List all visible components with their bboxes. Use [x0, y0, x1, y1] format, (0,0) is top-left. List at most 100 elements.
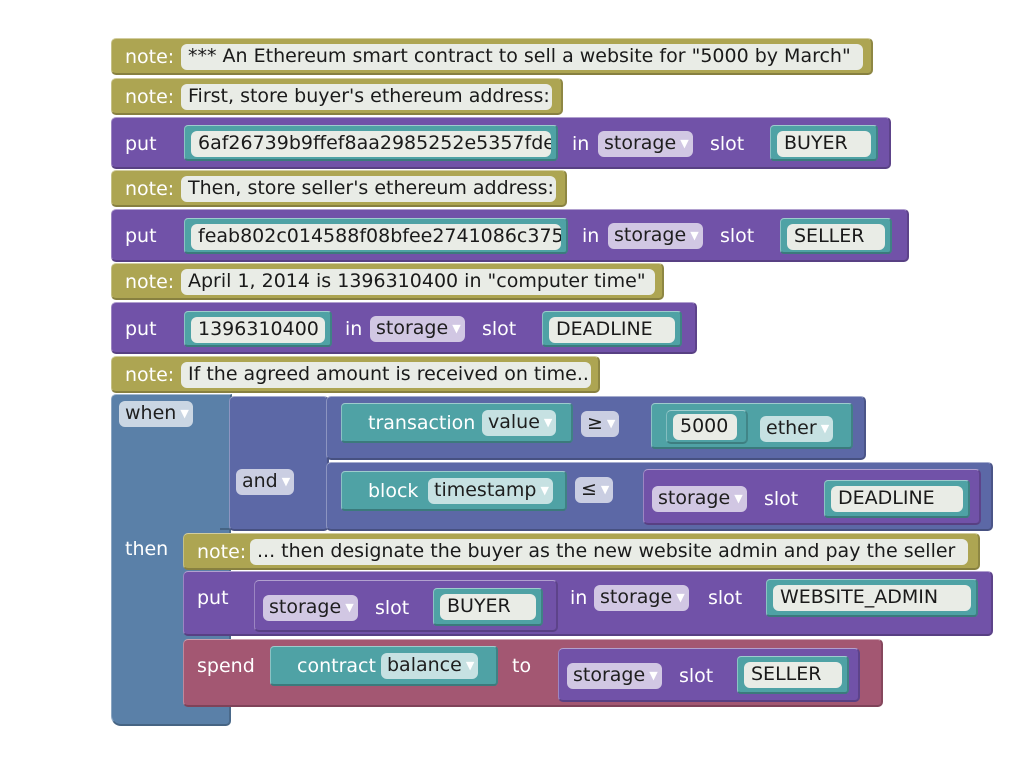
note-label: note:	[125, 86, 175, 108]
note-label: note:	[125, 271, 175, 293]
put-label: put	[125, 318, 157, 340]
storage-dropdown-label: storage	[573, 664, 646, 686]
seller-slot-field[interactable]: SELLER	[787, 224, 885, 250]
chevron-down-icon: ▼	[690, 229, 699, 242]
put-label: put	[197, 587, 229, 609]
chevron-down-icon: ▼	[345, 601, 354, 614]
note-text-field[interactable]: ... then designate the buyer as the new …	[250, 539, 968, 565]
deadline-slot-field[interactable]: DEADLINE	[831, 486, 963, 512]
compare-block-deadline[interactable]: block timestamp▼ ≤▼ storage▼ slot DEADLI…	[326, 462, 993, 531]
contract-block[interactable]: contract balance▼	[270, 646, 498, 686]
note-block-seller[interactable]: note: Then, store seller's ethereum addr…	[111, 170, 567, 207]
note-label: note:	[125, 46, 175, 68]
contract-property-dropdown[interactable]: balance▼	[381, 653, 479, 679]
deadline-slot-value-block[interactable]: DEADLINE	[542, 311, 682, 347]
storage-dropdown-label: storage	[658, 487, 731, 509]
then-label: then	[125, 538, 169, 560]
amount-value-block[interactable]: 5000	[666, 410, 748, 444]
deadline-slot-value-block[interactable]: DEADLINE	[824, 480, 970, 518]
seller-slot-field[interactable]: SELLER	[744, 662, 842, 688]
note-label: note:	[125, 364, 175, 386]
note-block-deadline[interactable]: note: April 1, 2014 is 1396310400 in "co…	[111, 263, 664, 300]
buyer-slot-field[interactable]: BUYER	[777, 131, 871, 157]
note-block-action[interactable]: note: ... then designate the buyer as th…	[183, 533, 980, 570]
put-label: put	[125, 225, 157, 247]
buyer-slot-value-block[interactable]: BUYER	[433, 588, 543, 626]
spend-label: spend	[197, 655, 255, 677]
buyer-address-value-block[interactable]: 6af26739b9ffef8aa2985252e5357fde	[184, 125, 558, 161]
block-info-block[interactable]: block timestamp▼	[341, 471, 567, 511]
unit-dropdown[interactable]: ether▼	[760, 416, 834, 442]
contract-label: contract	[297, 655, 376, 677]
chevron-down-icon: ▼	[676, 591, 685, 604]
put-block-website-admin[interactable]: put storage▼ slot BUYER in storage▼ slot…	[183, 571, 993, 636]
storage-dropdown[interactable]: storage▼	[263, 595, 358, 621]
and-block[interactable]	[229, 396, 329, 531]
seller-address-value-block[interactable]: feab802c014588f08bfee2741086c375	[184, 218, 568, 254]
deadline-time-field[interactable]: 1396310400	[191, 317, 325, 343]
note-text-field[interactable]: First, store buyer's ethereum address:	[181, 84, 552, 110]
when-dropdown-label: when	[125, 402, 177, 424]
storage-dropdown[interactable]: storage▼	[608, 223, 703, 249]
website-admin-slot-value-block[interactable]: WEBSITE_ADMIN	[766, 579, 978, 617]
ge-operator-dropdown[interactable]: ≥▼	[581, 411, 620, 437]
storage-dropdown[interactable]: storage▼	[370, 316, 465, 342]
ether-amount-block[interactable]: 5000 ether▼	[651, 403, 853, 449]
put-block-deadline[interactable]: put 1396310400 in storage▼ slot DEADLINE	[111, 302, 697, 354]
le-operator-dropdown[interactable]: ≤▼	[575, 477, 614, 503]
put-block-seller[interactable]: put feab802c014588f08bfee2741086c375 in …	[111, 209, 909, 262]
block-property-label: timestamp	[434, 479, 537, 501]
seller-slot-value-block[interactable]: SELLER	[780, 218, 892, 254]
put-block-buyer[interactable]: put 6af26739b9ffef8aa2985252e5357fde in …	[111, 117, 891, 169]
when-dropdown[interactable]: when▼	[119, 401, 193, 427]
storage-slot-deadline-block[interactable]: storage▼ slot DEADLINE	[643, 469, 981, 525]
note-text-field[interactable]: If the agreed amount is received on time…	[181, 362, 591, 388]
and-dropdown[interactable]: and▼	[236, 469, 295, 495]
storage-dropdown[interactable]: storage▼	[598, 131, 693, 157]
note-label: note:	[125, 178, 175, 200]
buyer-address-field[interactable]: 6af26739b9ffef8aa2985252e5357fde	[191, 131, 551, 157]
in-label: in	[570, 587, 588, 609]
buyer-slot-value-block[interactable]: BUYER	[770, 125, 878, 161]
storage-slot-buyer-block[interactable]: storage▼ slot BUYER	[254, 580, 558, 632]
deadline-slot-field[interactable]: DEADLINE	[549, 317, 675, 343]
note-text-field[interactable]: *** An Ethereum smart contract to sell a…	[181, 44, 863, 70]
storage-dropdown[interactable]: storage▼	[652, 486, 747, 512]
note-block-buyer[interactable]: note: First, store buyer's ethereum addr…	[111, 78, 563, 115]
buyer-slot-field[interactable]: BUYER	[440, 594, 536, 620]
slot-label: slot	[375, 597, 410, 619]
amount-field[interactable]: 5000	[673, 414, 737, 440]
storage-slot-seller-block[interactable]: storage▼ slot SELLER	[558, 648, 860, 702]
seller-slot-value-block[interactable]: SELLER	[737, 656, 849, 694]
note-text-field[interactable]: April 1, 2014 is 1396310400 in "computer…	[181, 269, 655, 295]
chevron-down-icon: ▼	[606, 417, 616, 430]
in-label: in	[345, 318, 363, 340]
slot-label: slot	[764, 488, 799, 510]
note-text-field[interactable]: Then, store seller's ethereum address:	[181, 176, 556, 202]
chevron-down-icon: ▼	[600, 483, 610, 496]
block-label: block	[368, 480, 419, 502]
and-dropdown-label: and	[242, 470, 278, 492]
deadline-time-value-block[interactable]: 1396310400	[184, 311, 332, 347]
transaction-label: transaction	[368, 412, 476, 434]
chevron-down-icon: ▼	[465, 659, 475, 672]
block-property-dropdown[interactable]: timestamp▼	[428, 478, 553, 504]
chevron-down-icon: ▼	[734, 492, 743, 505]
slot-label: slot	[720, 225, 755, 247]
compare-block-amount[interactable]: transaction value▼ ≥▼ 5000 ether▼	[326, 396, 866, 460]
storage-dropdown-label: storage	[376, 317, 449, 339]
storage-dropdown-label: storage	[604, 132, 677, 154]
storage-dropdown[interactable]: storage▼	[594, 585, 689, 611]
note-block-condition[interactable]: note: If the agreed amount is received o…	[111, 356, 600, 393]
slot-label: slot	[710, 133, 745, 155]
ge-operator-label: ≥	[587, 412, 603, 434]
transaction-property-dropdown[interactable]: value▼	[482, 410, 557, 436]
storage-dropdown[interactable]: storage▼	[567, 663, 662, 689]
chevron-down-icon: ▼	[452, 322, 461, 335]
seller-address-field[interactable]: feab802c014588f08bfee2741086c375	[191, 224, 561, 250]
slot-label: slot	[482, 318, 517, 340]
transaction-block[interactable]: transaction value▼	[341, 403, 573, 443]
spend-block[interactable]: spend contract balance▼ to storage▼ slot…	[183, 639, 883, 707]
website-admin-slot-field[interactable]: WEBSITE_ADMIN	[773, 585, 971, 611]
note-block-title[interactable]: note: *** An Ethereum smart contract to …	[111, 38, 873, 75]
